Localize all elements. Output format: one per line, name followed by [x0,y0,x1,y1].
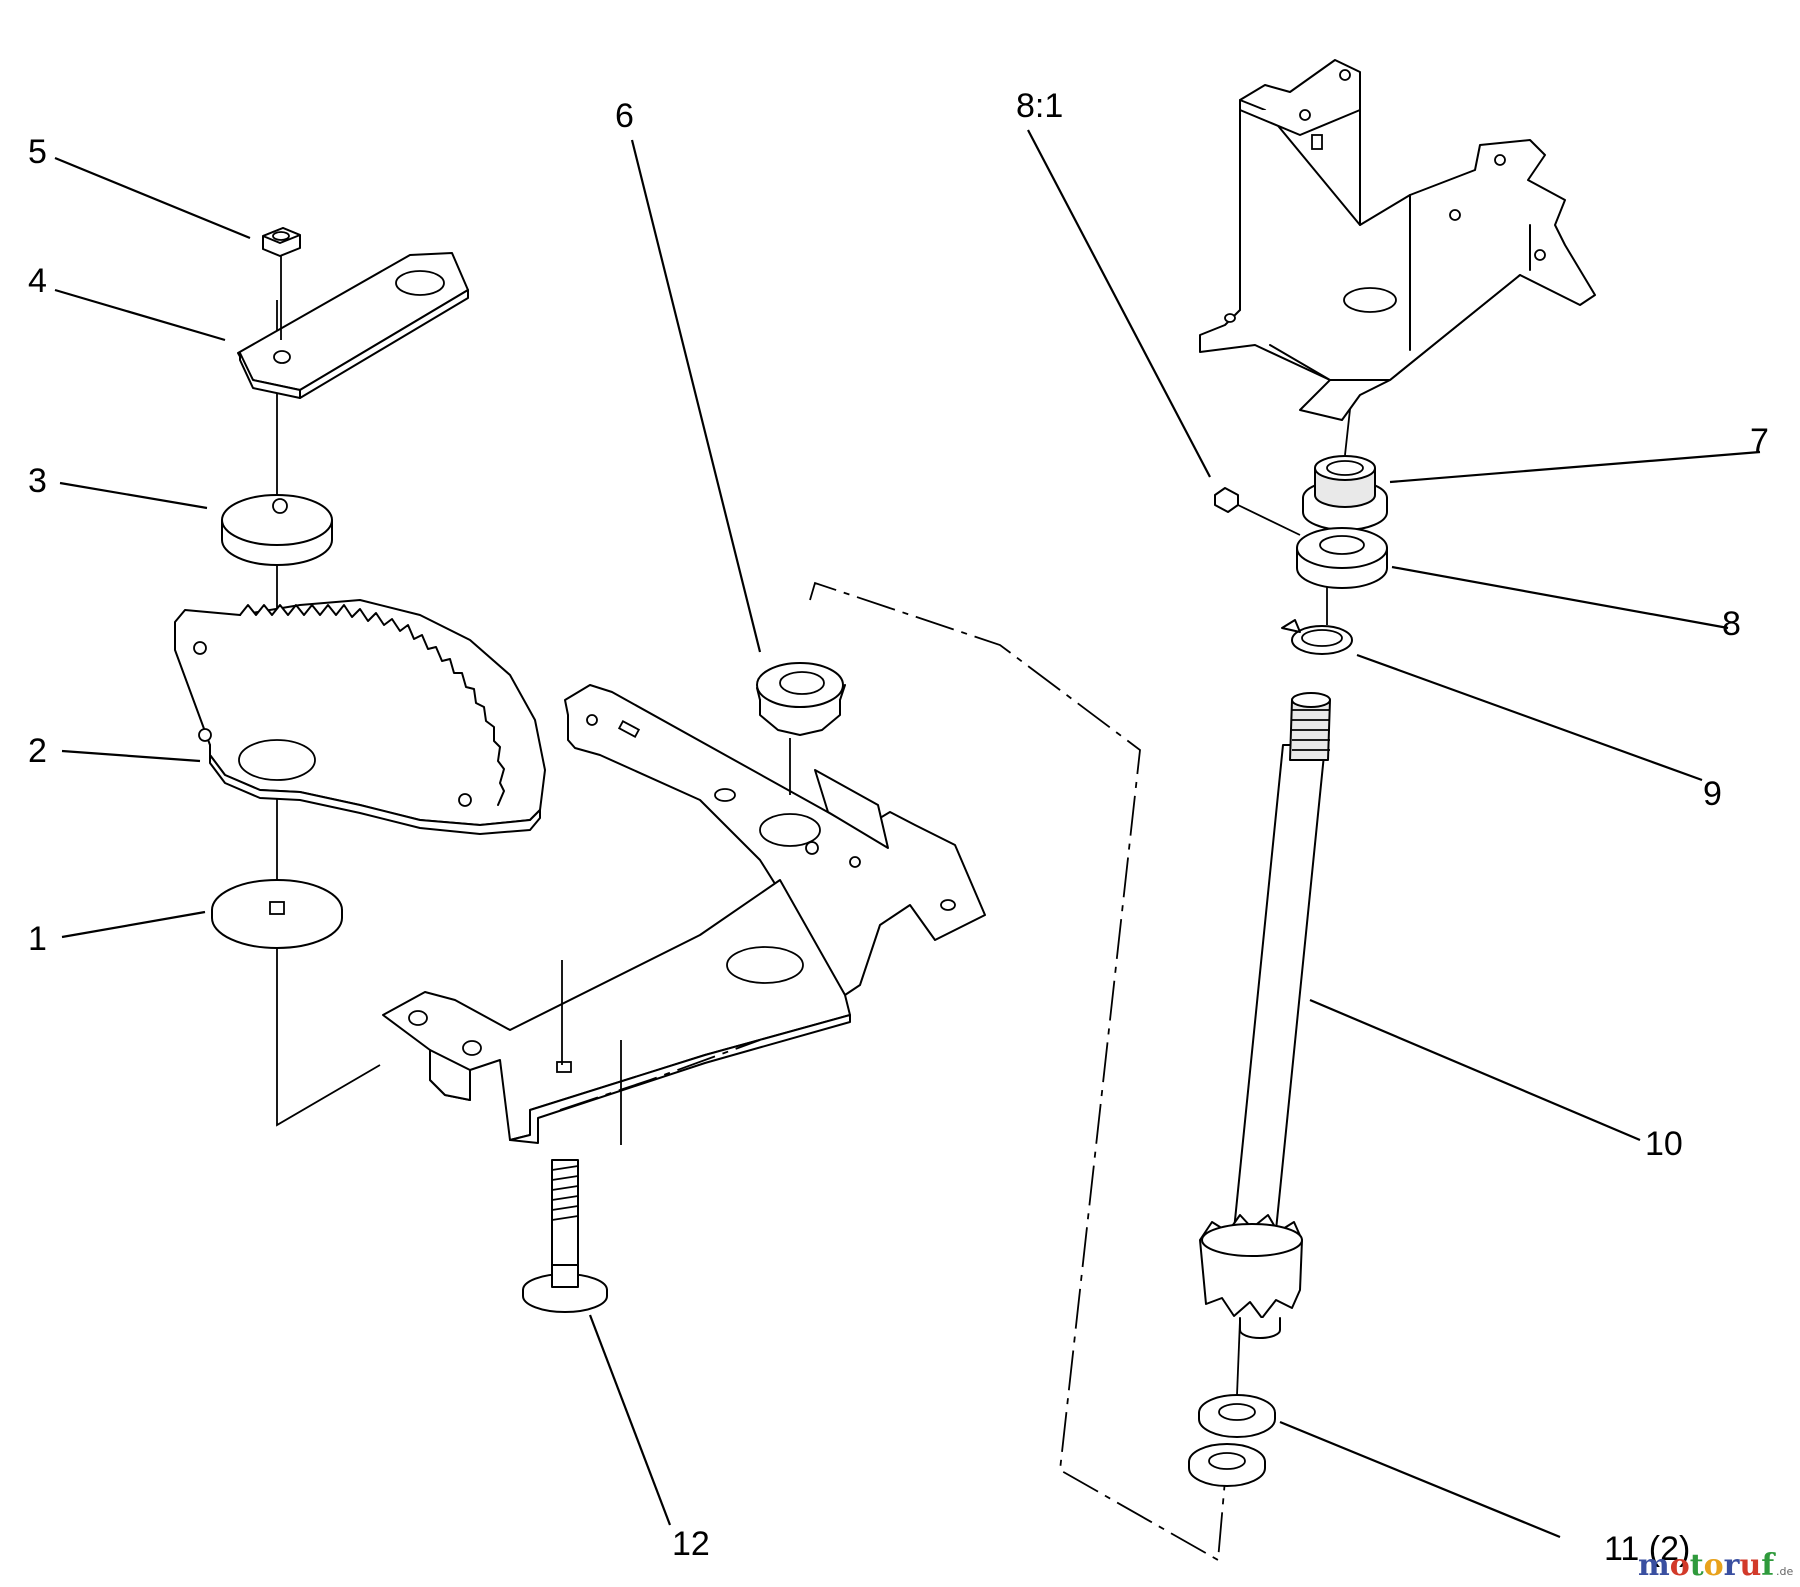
part-9-retaining-ring [1281,619,1353,655]
gear-teeth [239,604,505,806]
callout-1: 1 [28,920,47,958]
callout-6: 6 [615,97,634,135]
callout-12: 12 [672,1525,710,1563]
callout-5: 5 [28,133,47,171]
callout-10: 10 [1645,1125,1683,1163]
part-11-washers [1188,1394,1276,1487]
part-3-spacer [221,494,333,566]
assembly-path-line [809,581,1226,1562]
part-7-flange-bushing [1302,455,1388,531]
leader-1 [61,910,206,939]
leader-5 [54,156,251,240]
callout-8-1: 8:1 [1016,87,1063,125]
leader-8-1 [1027,129,1211,478]
leader-4 [54,288,226,342]
callout-7: 7 [1750,422,1769,460]
callout-9: 9 [1703,775,1722,813]
watermark-suffix: .de [1776,1565,1793,1578]
leader-2 [61,749,201,763]
leader-12 [588,1314,672,1526]
steering-support-bracket [382,684,986,1145]
part-4-link-plate [237,252,469,399]
watermark-wordmark: motoruf [1638,1548,1776,1583]
motoruf-watermark: motoruf .de [1638,1548,1793,1583]
leader-6 [630,139,762,653]
part-5-hex-nut [262,227,301,340]
part-2-sector-gear [174,599,546,835]
leader-10 [1309,998,1641,1142]
leader-3 [59,481,208,510]
leader-9 [1356,653,1703,782]
part-1-flat-washer [211,879,343,949]
part-8-1-set-screw [1214,487,1301,536]
callout-4: 4 [28,262,47,300]
leader-8 [1391,565,1729,630]
callout-11: 11 (2) [1604,1530,1690,1568]
part-10-steering-shaft [1199,692,1331,1339]
leader-11 [1279,1420,1561,1539]
part-6-bushing [756,662,846,795]
leader-7 [1389,450,1761,484]
callout-labels: 5 4 3 2 1 6 12 8:1 7 8 9 10 11 (2) [28,87,1769,1568]
part-12-carriage-bolt [522,1159,608,1313]
leader-lines [54,129,1761,1539]
callout-8: 8 [1722,605,1741,643]
callout-2: 2 [28,732,47,770]
part-8-collar [1296,527,1388,589]
callout-3: 3 [28,462,47,500]
upper-steering-bracket [1199,59,1596,421]
